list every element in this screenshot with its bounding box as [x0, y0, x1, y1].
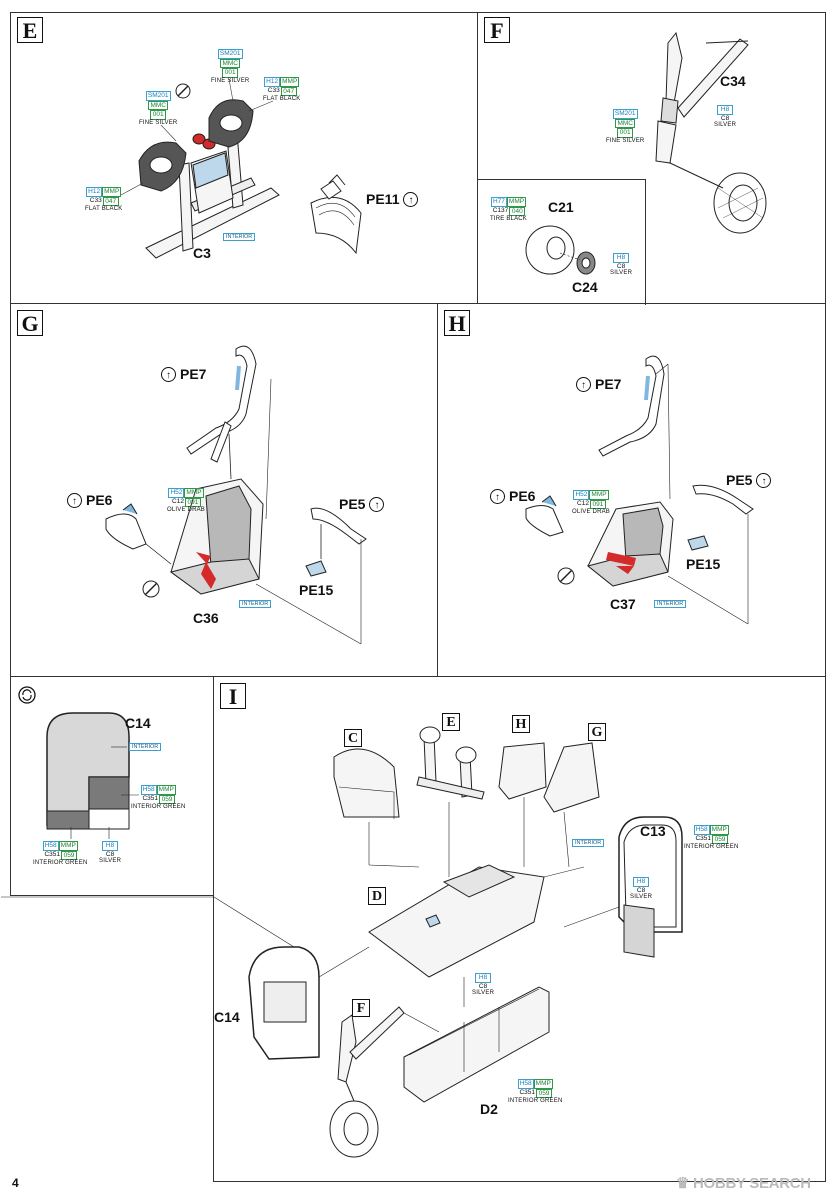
part-pe15: PE15: [686, 556, 721, 572]
control-stick-assembly-drawing: [120, 78, 362, 259]
photo-etch-icon: [576, 376, 591, 392]
part-pe11: PE11: [366, 191, 419, 207]
part-c21: C21: [548, 199, 574, 215]
ref-step-g: G: [588, 723, 606, 741]
ref-step-f: F: [352, 999, 370, 1017]
interior-tag: INTERIOR: [223, 233, 256, 241]
ref-step-c: C: [344, 729, 362, 747]
part-pe6: PE6: [490, 488, 535, 504]
photo-etch-icon: [403, 191, 419, 207]
step-e-label: E: [17, 17, 43, 43]
part-pe5: PE5: [339, 496, 385, 512]
photo-etch-icon: [369, 496, 385, 512]
callout-e-mid: SM201 MMC 001 FINE SILVER: [211, 49, 250, 84]
part-c37: C37: [610, 596, 636, 612]
part-d2: D2: [480, 1101, 498, 1117]
interior-tag: INTERIOR: [654, 600, 687, 608]
page-number: 4: [12, 1176, 19, 1190]
part-c3: C3: [193, 245, 211, 261]
part-c13: C13: [640, 823, 666, 839]
part-c34: C34: [720, 73, 746, 89]
rotate-icon: [18, 686, 36, 704]
photo-etch-icon: [490, 488, 505, 504]
part-c14: C14: [214, 1009, 240, 1025]
part-pe5: PE5: [726, 472, 772, 488]
interior-tag: INTERIOR: [572, 839, 605, 847]
part-c14-side: C14: [125, 715, 151, 731]
landing-gear-drawing: [525, 31, 767, 275]
callout-f-strut: SM201 MMC 001 FINE SILVER: [606, 109, 645, 144]
callout-side-silver: H8 C8 SILVER: [99, 841, 122, 864]
callout-f-hub: H8 C8 SILVER: [610, 253, 633, 276]
part-c36: C36: [193, 610, 219, 626]
part-pe7: PE7: [576, 376, 621, 392]
seat-c36-drawing: [105, 345, 367, 645]
step-f-panel: F C34 SM201 MMC 001 FINE SILVER H8 C8 SI…: [477, 12, 826, 305]
callout-i-c13-silver: H8 C8 SILVER: [630, 877, 653, 900]
inset-box: [478, 179, 646, 305]
step-f-label: F: [484, 17, 510, 43]
step-i-label: I: [220, 683, 246, 709]
callout-f-strut2: H8 C8 SILVER: [714, 105, 737, 128]
part-c24: C24: [572, 279, 598, 295]
callout-e-left: SM201 MMC 001 FINE SILVER: [139, 91, 178, 126]
ref-step-d: D: [368, 887, 386, 905]
photo-etch-icon: [67, 492, 82, 508]
part-pe6: PE6: [67, 492, 112, 508]
step-e-panel: E SM201 MMC: [10, 12, 478, 304]
cockpit-assembly-drawing: [1, 726, 683, 1158]
step-i-panel: I: [1, 676, 826, 1182]
ref-step-e: E: [442, 713, 460, 731]
photo-etch-icon: [161, 366, 176, 382]
watermark: ♛ HOBBY SEARCH: [676, 1175, 811, 1192]
step-h-label: H: [444, 310, 470, 336]
part-pe7: PE7: [161, 366, 206, 382]
interior-tag: INTERIOR: [129, 743, 162, 751]
interior-tag: INTERIOR: [239, 600, 272, 608]
step-g-label: G: [17, 310, 43, 336]
seat-c37-drawing: [525, 355, 754, 625]
callout-i-floor: H8 C8 SILVER: [472, 973, 495, 996]
part-pe15: PE15: [299, 582, 334, 598]
c14-color-drawing: [46, 712, 139, 839]
ref-step-h: H: [512, 715, 530, 733]
photo-etch-icon: [756, 472, 772, 488]
